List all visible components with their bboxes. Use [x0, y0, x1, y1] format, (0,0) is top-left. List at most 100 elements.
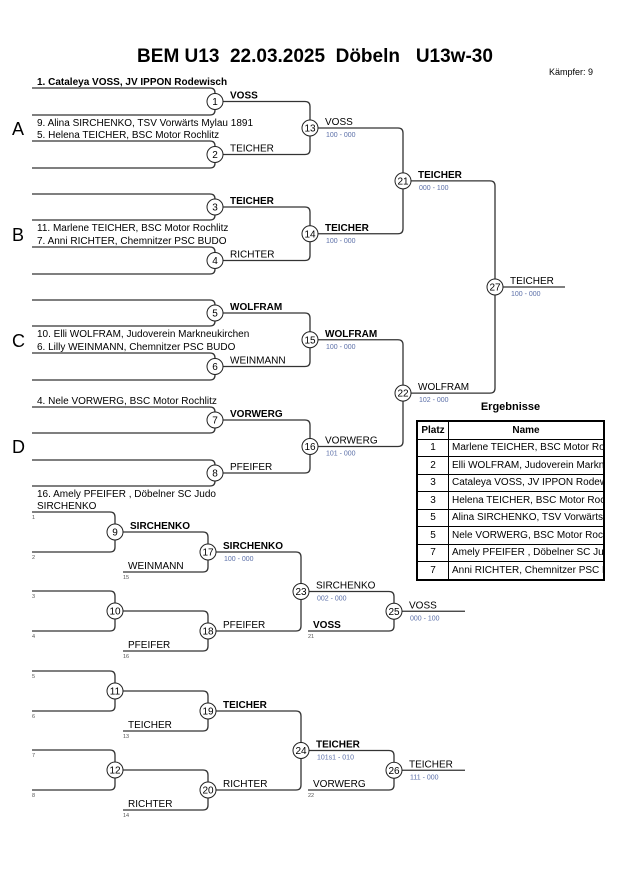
match-circle	[301, 438, 319, 455]
match-number: 23	[295, 587, 307, 598]
bracket-line-22	[310, 339, 404, 448]
match-circle	[206, 93, 224, 110]
match-winner: TEICHER	[316, 740, 361, 751]
bracket-line-5	[32, 299, 216, 327]
pool-label: C	[12, 331, 25, 351]
match-score: 100 - 000	[511, 291, 541, 298]
entry-reference: 21	[308, 634, 314, 640]
bracket-line-12	[32, 749, 116, 791]
match-number: 11	[110, 687, 121, 698]
match-number: 20	[202, 786, 214, 797]
entry-name: WEINMANN	[128, 561, 184, 572]
match-number: 10	[109, 607, 121, 618]
match-circle	[385, 602, 403, 620]
entry-reference: 22	[308, 793, 314, 799]
match-number: 4	[212, 256, 218, 267]
match-number: 7	[212, 416, 218, 427]
competitor-name: Nele VORWERG, BSC Motor Rochlitz	[448, 526, 605, 545]
place: 5	[416, 508, 449, 527]
match-winner: VOSS	[409, 600, 437, 611]
match-number: 12	[109, 766, 121, 777]
bracket-line-2	[32, 140, 216, 169]
match-score: 100 - 000	[326, 132, 356, 139]
header-name: Name	[448, 420, 605, 440]
match-circle	[206, 358, 224, 375]
match-winner: TEICHER	[230, 196, 275, 207]
entrant-label: 6. Lilly WEINMANN, Chemnitzer PSC BUDO	[37, 342, 236, 353]
match-winner: RICHTER	[223, 779, 267, 790]
entrant-label: 7. Anni RICHTER, Chemnitzer PSC BUDO	[37, 236, 227, 247]
bracket-line-27	[403, 180, 496, 394]
match-score: 100 - 000	[326, 238, 356, 245]
fighter-count: Kämpfer: 9	[549, 67, 594, 77]
bracket-line-8	[32, 459, 216, 487]
match-number: 22	[397, 389, 409, 400]
entrant-label: 11. Marlene TEICHER, BSC Motor Rochlitz	[37, 223, 228, 234]
match-number: 8	[212, 469, 218, 480]
match-score: 111 - 000	[410, 774, 439, 781]
match-winner: PFEIFER	[223, 620, 265, 631]
pool-label: A	[12, 119, 24, 139]
match-winner: WEINMANN	[230, 356, 286, 367]
entry-name: RICHTER	[128, 799, 172, 810]
entrant-label: 4. Nele VORWERG, BSC Motor Rochlitz	[37, 396, 217, 407]
competitor-name: Cataleya VOSS, JV IPPON Rodewisch	[448, 473, 605, 492]
match-circle	[394, 384, 412, 402]
competitor-name: Marlene TEICHER, BSC Motor Rochlitz	[448, 438, 605, 457]
match-circle	[292, 742, 310, 759]
match-number: 17	[202, 548, 214, 559]
match-winner: VORWERG	[230, 409, 283, 420]
match-number: 9	[112, 528, 118, 539]
entry-reference: 1	[32, 515, 35, 521]
match-circle	[486, 278, 504, 296]
entry-name: VORWERG	[313, 779, 366, 790]
competitor-name: Elli WOLFRAM, Judoverein Markneukirchen	[448, 456, 605, 475]
entry-reference: 6	[32, 714, 35, 720]
competitor-name: Helena TEICHER, BSC Motor Rochlitz	[448, 491, 605, 510]
match-number: 1	[212, 97, 218, 108]
match-number: 6	[212, 362, 218, 373]
entrant-label: 9. Alina SIRCHENKO, TSV Vorwärts Mylau 1…	[37, 118, 253, 129]
entry-reference: 7	[32, 753, 35, 759]
match-winner: SIRCHENKO	[223, 541, 283, 552]
entrant-label: 10. Elli WOLFRAM, Judoverein Markneukirc…	[37, 329, 249, 340]
entry-reference: 16	[123, 654, 129, 660]
match-winner: TEICHER	[325, 223, 370, 234]
match-winner: VOSS	[325, 117, 353, 128]
match-number: 3	[212, 203, 218, 214]
entry-reference: 3	[32, 594, 35, 600]
place: 7	[416, 561, 449, 580]
match-number: 24	[295, 746, 307, 757]
match-winner: SIRCHENKO	[130, 521, 190, 532]
match-winner: TEICHER	[418, 170, 463, 181]
match-winner: PFEIFER	[230, 462, 272, 473]
bracket-line-1	[32, 87, 216, 116]
match-number: 15	[304, 335, 316, 346]
match-circle	[206, 464, 224, 482]
entry-name: SIRCHENKO	[37, 501, 97, 512]
results-header-row: Platz Name	[416, 420, 605, 440]
match-number: 21	[397, 176, 409, 187]
results-title: Ergebnisse	[480, 401, 541, 413]
match-winner: SIRCHENKO	[316, 581, 376, 592]
entrant-label: 1. Cataleya VOSS, JV IPPON Rodewisch	[37, 77, 227, 88]
match-circle	[106, 602, 124, 620]
match-winner: TEICHER	[510, 276, 554, 287]
match-circle	[385, 761, 403, 779]
match-number: 18	[202, 627, 214, 638]
match-winner: TEICHER	[223, 700, 268, 711]
match-circle	[301, 119, 319, 137]
match-circle	[106, 682, 124, 700]
competitor-name: Anni RICHTER, Chemnitzer PSC BUDO	[448, 561, 605, 580]
match-circle	[301, 331, 319, 349]
match-score: 100 - 000	[224, 556, 254, 563]
match-number: 19	[202, 707, 214, 718]
match-winner: WOLFRAM	[325, 329, 377, 340]
match-circle	[301, 225, 319, 243]
